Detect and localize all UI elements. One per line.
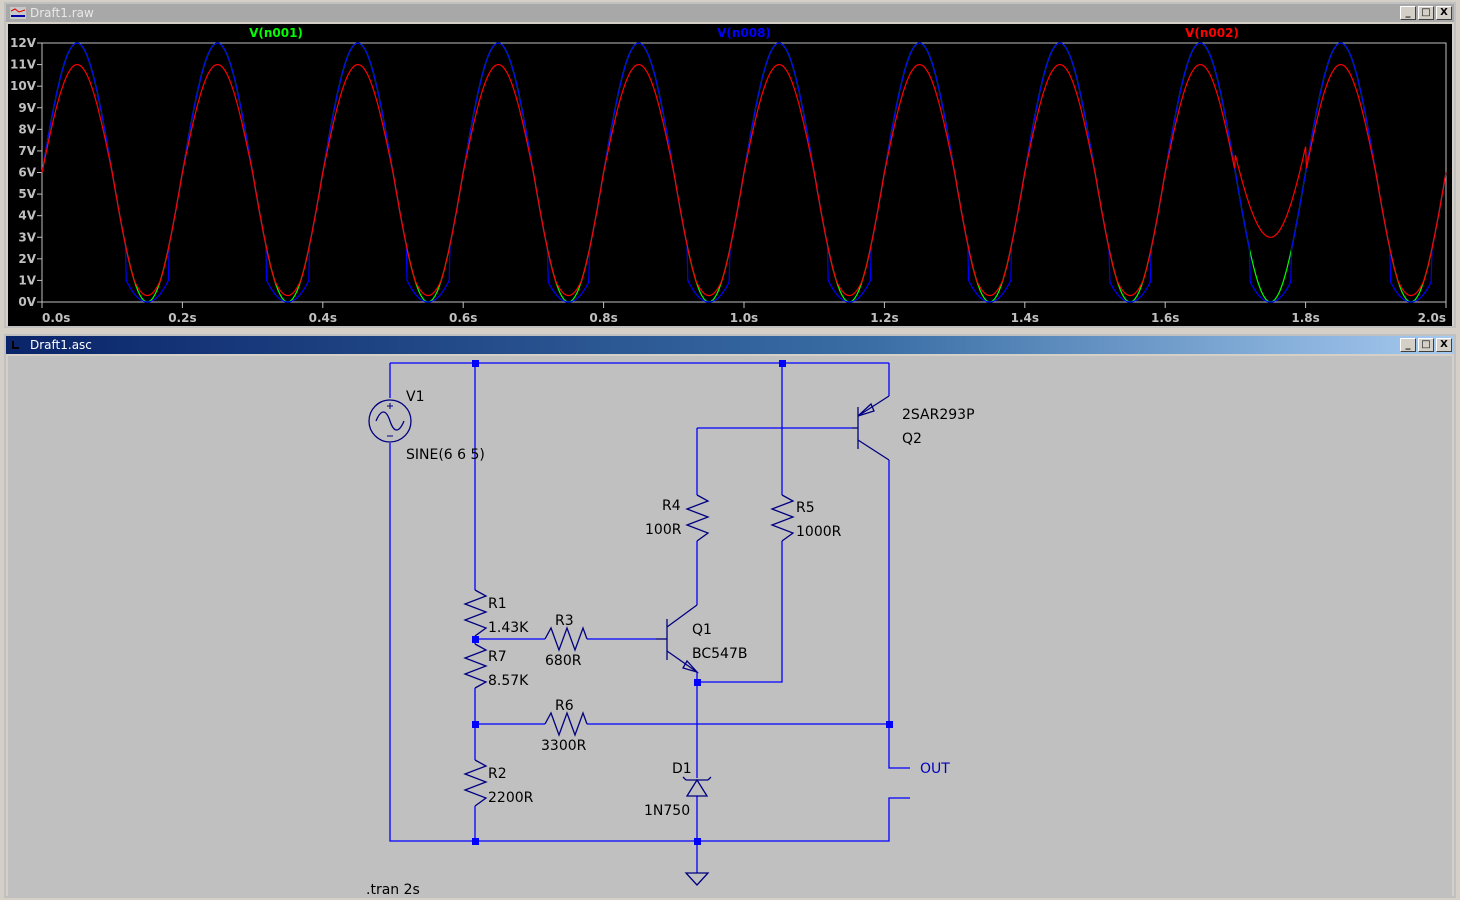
voltage-source-v1[interactable] [368,399,412,443]
junction-dot [886,721,893,728]
x-tick-label: 2.0s [1418,311,1446,325]
x-tick-label: 0.2s [168,311,196,325]
close-button[interactable]: X [1436,6,1452,20]
wire[interactable] [888,460,910,769]
y-tick-label: 10V [10,79,37,93]
junction-dot [472,721,479,728]
resistor-r2[interactable] [463,759,488,807]
schematic-window[interactable]: Draft1.asc _ □ X [4,334,1456,898]
junction-dot [694,679,701,686]
junction-dot [472,360,479,367]
junction-dot [472,636,479,643]
q2-value-label: 2SAR293P [902,407,975,423]
r7-value-label: 8.57K [488,673,529,689]
x-tick-label: 1.8s [1291,311,1319,325]
q2-ref-label: Q2 [902,431,922,447]
r1-value-label: 1.43K [488,620,529,636]
x-tick-label: 1.6s [1151,311,1179,325]
r3-ref-label: R3 [555,613,574,629]
resistor-r7[interactable] [463,643,488,689]
r2-ref-label: R2 [488,766,507,782]
y-tick-label: 9V [18,101,36,115]
minimize-button[interactable]: _ [1400,6,1416,20]
junction-dot [779,360,786,367]
schematic-file-icon [10,339,26,351]
y-tick-label: 2V [18,252,36,266]
resistor-r1[interactable] [463,589,488,637]
r5-ref-label: R5 [796,500,815,516]
ground-symbol [684,872,710,886]
wire[interactable] [697,541,783,683]
v1-ref-label: V1 [406,389,424,405]
legend-vn001[interactable]: V(n001) [249,26,303,40]
resistor-r5[interactable] [770,494,795,542]
x-tick-label: 0.4s [309,311,337,325]
r4-ref-label: R4 [662,498,681,514]
out-net-label[interactable]: OUT [920,761,950,777]
x-tick-label: 0.6s [449,311,477,325]
schematic-canvas[interactable]: V1 SINE(6 6 5) R1 1.43K R7 8.57K R2 2200… [8,356,1452,896]
maximize-button[interactable]: □ [1418,6,1434,20]
y-tick-label: 11V [10,58,37,72]
y-tick-label: 6V [18,166,36,180]
schematic-window-titlebar[interactable]: Draft1.asc _ □ X [6,336,1454,354]
wire[interactable] [389,443,910,842]
transistor-q1[interactable] [656,604,700,674]
waveform-plot-area[interactable]: 0V 1V 2V 3V 4V 5V 6V 7V 8V 9V 10V 11V 12V 0.0s 0.2s 0.4… [8,24,1452,326]
q1-value-label: BC547B [692,646,747,662]
trace-vn002[interactable] [41,63,1447,297]
x-tick-label: 0.8s [589,311,617,325]
transistor-q2[interactable] [852,395,890,461]
y-tick-label: 8V [18,122,36,136]
x-tick-label: 1.0s [730,311,758,325]
waveform-window-title: Draft1.raw [30,6,94,20]
x-tick-label: 1.4s [1011,311,1039,325]
y-tick-label: 3V [18,230,36,244]
waveform-file-icon [10,7,26,19]
maximize-button[interactable]: □ [1418,338,1434,352]
resistor-r4[interactable] [685,494,710,542]
r3-value-label: 680R [545,653,582,669]
waveform-window[interactable]: Draft1.raw _ □ X 0V 1V 2V 3V 4V 5V 6V 7V 8V 9V 10V… [4,2,1456,328]
close-button[interactable]: X [1436,338,1452,352]
waveform-window-titlebar[interactable]: Draft1.raw _ □ X [6,4,1454,22]
r7-ref-label: R7 [488,649,507,665]
d1-value-label: 1N750 [644,803,690,819]
r2-value-label: 2200R [488,790,534,806]
schematic-window-title: Draft1.asc [30,338,92,352]
waveform-chart[interactable]: 0V 1V 2V 3V 4V 5V 6V 7V 8V 9V 10V 11V 12V 0.0s 0.2s 0.4… [8,24,1452,326]
r1-ref-label: R1 [488,596,507,612]
resistor-r3[interactable] [544,626,588,652]
schematic-drawing[interactable]: V1 SINE(6 6 5) R1 1.43K R7 8.57K R2 2200… [8,356,1452,896]
x-tick-label: 0.0s [42,311,70,325]
legend-vn002[interactable]: V(n002) [1185,26,1239,40]
x-tick-label: 1.2s [870,311,898,325]
legend-vn008[interactable]: V(n008) [717,26,771,40]
y-tick-label: 1V [18,273,36,287]
y-tick-label: 12V [10,36,37,50]
y-tick-label: 4V [18,209,36,223]
r4-value-label: 100R [645,522,682,538]
junction-dot [472,838,479,845]
d1-ref-label: D1 [672,761,692,777]
v1-value-label: SINE(6 6 5) [406,447,485,463]
r5-value-label: 1000R [796,524,842,540]
q1-ref-label: Q1 [692,622,712,638]
y-tick-label: 5V [18,187,36,201]
r6-ref-label: R6 [555,698,574,714]
resistor-r6[interactable] [544,711,588,737]
y-tick-label: 0V [18,295,36,309]
y-tick-label: 7V [18,144,36,158]
zener-diode-d1[interactable] [682,776,712,797]
tran-directive[interactable]: .tran 2s [366,882,420,896]
junction-dot [694,838,701,845]
r6-value-label: 3300R [541,738,587,754]
minimize-button[interactable]: _ [1400,338,1416,352]
